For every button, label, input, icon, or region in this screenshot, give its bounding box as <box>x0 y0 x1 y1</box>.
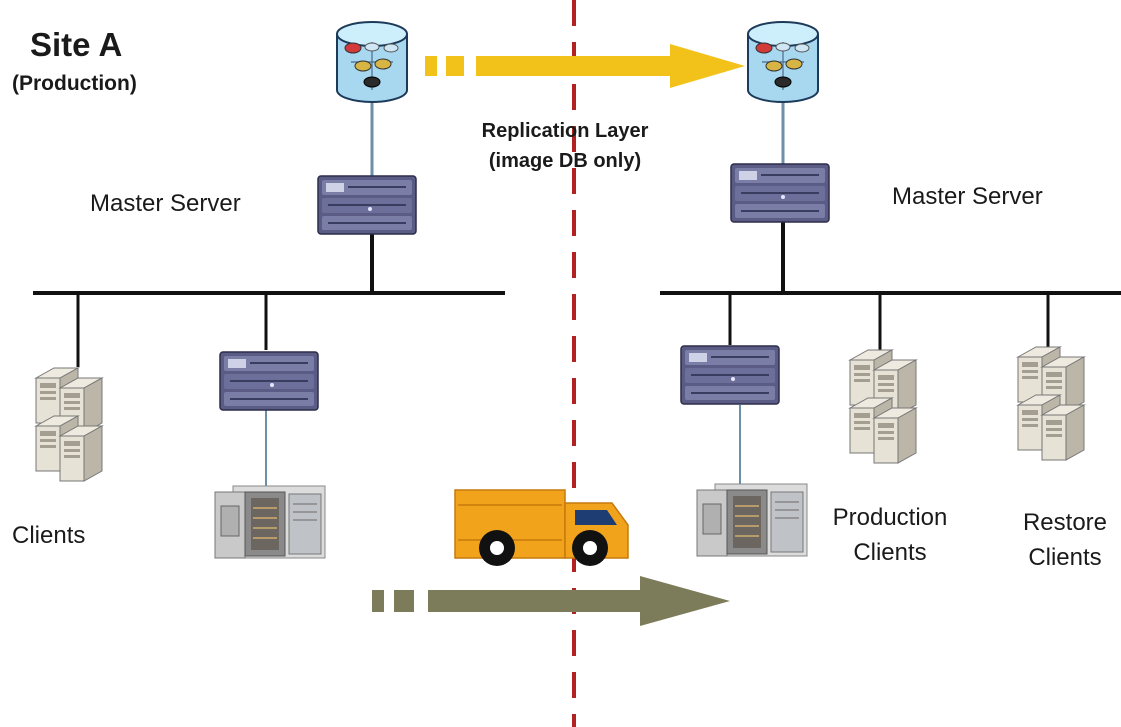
left-clients-label: Clients <box>12 522 86 549</box>
tape-library-icon <box>214 485 326 559</box>
right-master-server-label: Master Server <box>892 183 1043 210</box>
tower-clients-icon <box>1018 347 1084 460</box>
tower-clients-icon <box>36 368 102 481</box>
production-clients-line2: Clients <box>853 539 927 566</box>
rack-server-icon <box>680 345 780 405</box>
rack-server-icon <box>730 163 830 223</box>
replication-label-line1: Replication Layer <box>481 120 649 142</box>
database-icon <box>747 21 819 103</box>
tower-clients-icon <box>850 350 916 463</box>
restore-clients-line2: Clients <box>1028 544 1102 571</box>
production-clients-line1: Production <box>832 504 948 531</box>
replication-label: Replication Layer (image DB only) <box>440 116 690 176</box>
replication-label-line2: (image DB only) <box>488 150 642 172</box>
rack-server-icon <box>219 351 319 411</box>
production-clients-label: Production Clients <box>815 500 965 570</box>
database-icon <box>336 21 408 103</box>
restore-clients-line1: Restore <box>1022 509 1108 536</box>
transport-arrow <box>372 576 730 626</box>
replication-arrow <box>425 44 745 88</box>
left-network <box>33 95 505 486</box>
truck-icon <box>454 489 629 566</box>
left-master-server-label: Master Server <box>90 190 241 217</box>
tape-library-icon <box>696 483 808 557</box>
right-network <box>660 95 1121 484</box>
site-title: Site A <box>30 26 123 63</box>
rack-server-icon <box>317 175 417 235</box>
site-subtitle: (Production) <box>12 72 137 95</box>
restore-clients-label: Restore Clients <box>1010 505 1120 575</box>
